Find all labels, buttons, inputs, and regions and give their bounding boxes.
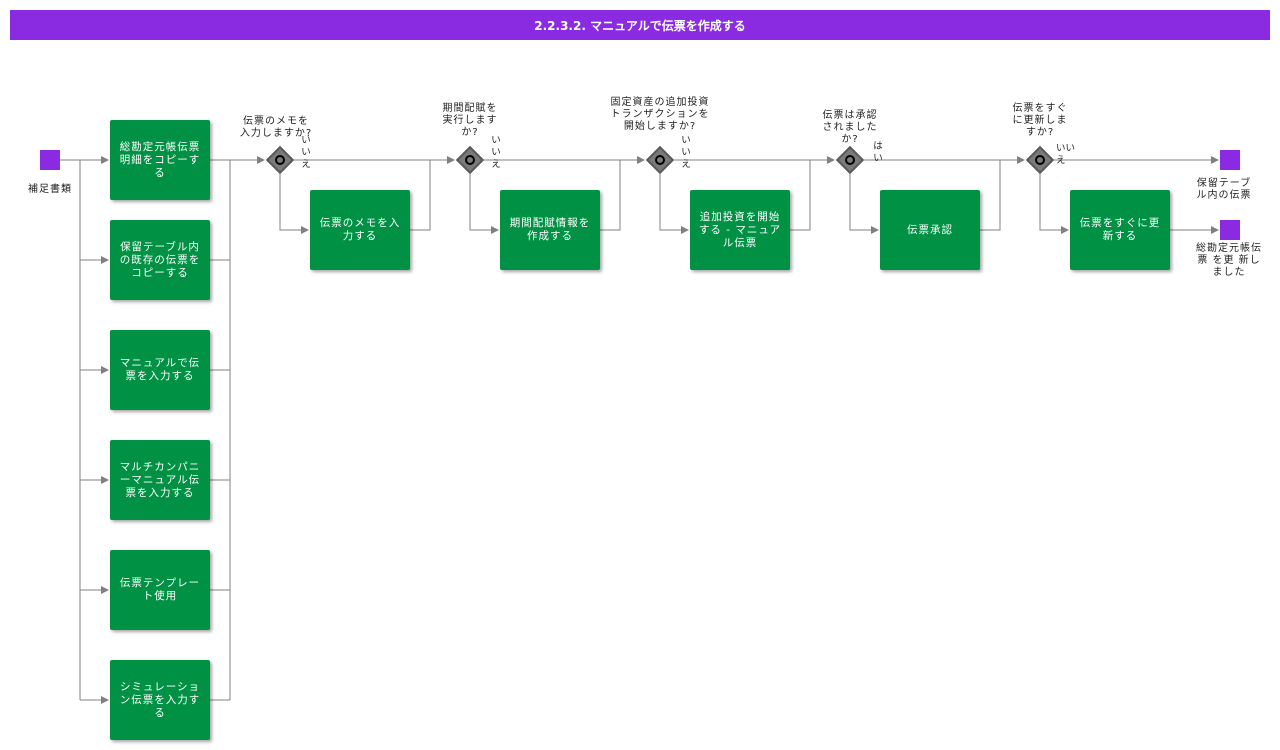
- flow-label-no: いいえ: [1056, 143, 1076, 166]
- flow-label-yes: はい: [873, 141, 883, 164]
- gateway-accrual-question: 期間配賦を実行しますか?: [442, 103, 498, 138]
- gateway-marker-icon: [465, 155, 475, 165]
- gateway-marker-icon: [1035, 155, 1045, 165]
- start-event[interactable]: [40, 150, 60, 170]
- gateway-approved-question: 伝票は承認されましたか?: [822, 110, 878, 145]
- flow-label-no: いいえ: [491, 135, 501, 170]
- task-simulation[interactable]: シミュレーション伝票を入力する: [110, 660, 210, 740]
- gateway-marker-icon: [275, 155, 285, 165]
- gateway-asset-question: 固定資産の追加投資トランザクションを開始しますか?: [610, 97, 710, 132]
- diagram-title: 2.2.3.2. マニュアルで伝票を作成する: [10, 10, 1270, 40]
- task-create-accrual[interactable]: 期間配賦情報を作成する: [500, 190, 600, 270]
- task-use-template[interactable]: 伝票テンプレート使用: [110, 550, 210, 630]
- task-approve-journal[interactable]: 伝票承認: [880, 190, 980, 270]
- task-manual-enter[interactable]: マニュアルで伝票を入力する: [110, 330, 210, 410]
- gateway-marker-icon: [845, 155, 855, 165]
- flow-label-no: いいえ: [301, 135, 311, 170]
- gateway-post-now-question: 伝票をすぐに更新しますか?: [1012, 103, 1068, 138]
- task-initiate-asset[interactable]: 追加投資を開始 する - マニュア ル伝票: [690, 190, 790, 270]
- end-event-posted[interactable]: [1220, 220, 1240, 240]
- end-event-posted-label: 総勘定元帳伝票 を更 新しました: [1196, 243, 1262, 278]
- task-multi-company[interactable]: マルチカンパニーマニュアル伝票を入力する: [110, 440, 210, 520]
- flow-label-no: いいえ: [681, 135, 691, 170]
- gateway-marker-icon: [655, 155, 665, 165]
- task-enter-memo[interactable]: 伝票のメモを入力する: [310, 190, 410, 270]
- start-event-label: 補足書類: [28, 184, 72, 195]
- end-event-hold[interactable]: [1220, 150, 1240, 170]
- task-post-now[interactable]: 伝票をすぐに更新する: [1070, 190, 1170, 270]
- gateway-memo-question: 伝票のメモを入力しますか?: [239, 116, 313, 139]
- end-event-hold-label: 保留テーブル内の伝票: [1196, 178, 1252, 201]
- task-copy-gl-lines[interactable]: 総勘定元帳伝票明細をコピーする: [110, 120, 210, 200]
- task-copy-hold-journal[interactable]: 保留テーブル内の既存の伝票をコピーする: [110, 220, 210, 300]
